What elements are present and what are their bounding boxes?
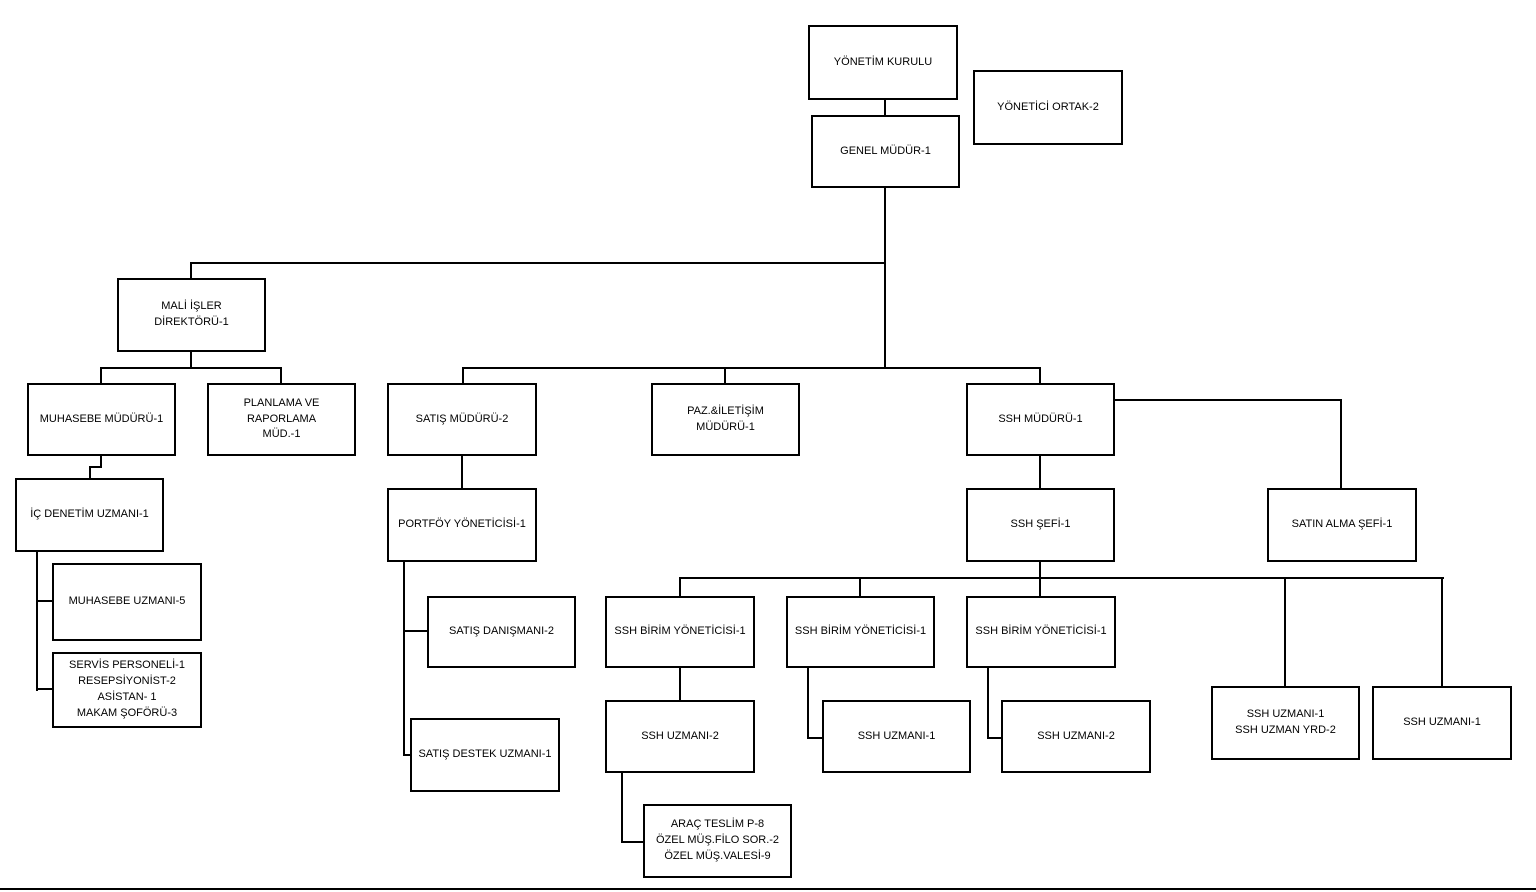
connector xyxy=(1115,399,1341,401)
org-node-label: PORTFÖY YÖNETİCİSİ-1 xyxy=(398,518,526,531)
org-node-muhasebe-muduru: MUHASEBE MÜDÜRÜ-1 xyxy=(27,383,176,456)
org-node-ic-denetim-uzmani: İÇ DENETİM UZMANI-1 xyxy=(15,478,164,552)
org-node-yonetim-kurulu: YÖNETİM KURULU xyxy=(808,25,958,100)
org-node-yonetici-ortak: YÖNETİCİ ORTAK-2 xyxy=(973,70,1123,145)
org-node-label: YÖNETİCİ ORTAK-2 xyxy=(997,100,1099,113)
org-node-ssh-birim-yoneticisi-2: SSH BİRİM YÖNETİCİSİ-1 xyxy=(786,596,935,668)
org-node-label: MUHASEBE MÜDÜRÜ-1 xyxy=(39,412,164,425)
org-node-ssh-muduru: SSH MÜDÜRÜ-1 xyxy=(966,383,1115,456)
org-node-ssh-sefi: SSH ŞEFİ-1 xyxy=(966,488,1115,562)
org-node-ssh-uzmani-2c: SSH UZMANI-2 xyxy=(1001,700,1151,773)
connector xyxy=(1039,456,1041,488)
org-node-label: SSH ŞEFİ-1 xyxy=(1010,518,1071,531)
org-node-arac-teslim: ARAÇ TESLİM P-8 ÖZEL MÜŞ.FİLO SOR.-2 ÖZE… xyxy=(643,804,792,878)
org-node-ssh-uzmani-yrd: SSH UZMANI-1 SSH UZMAN YRD-2 xyxy=(1211,686,1360,760)
org-node-label: ARAÇ TESLİM P-8 ÖZEL MÜŞ.FİLO SOR.-2 ÖZE… xyxy=(655,818,780,862)
connector xyxy=(89,466,91,478)
page-bottom-rule xyxy=(0,888,1536,890)
connector xyxy=(100,456,102,468)
org-node-ssh-birim-yoneticisi-3: SSH BİRİM YÖNETİCİSİ-1 xyxy=(966,596,1116,668)
org-node-planlama-raporlama: PLANLAMA VE RAPORLAMA MÜD.-1 xyxy=(207,383,356,456)
org-node-label: SATIŞ DANIŞMANI-2 xyxy=(449,625,554,638)
org-node-satin-alma-sefi: SATIN ALMA ŞEFİ-1 xyxy=(1267,488,1417,562)
org-node-label: SSH UZMANI-1 SSH UZMAN YRD-2 xyxy=(1235,708,1336,736)
connector xyxy=(36,600,52,602)
org-node-label: YÖNETİM KURULU xyxy=(833,55,933,68)
connector xyxy=(403,562,405,756)
org-node-mali-isler-direktoru: MALİ İŞLER DİREKTÖRÜ-1 xyxy=(117,278,266,352)
connector xyxy=(807,668,809,739)
org-node-label: SSH BİRİM YÖNETİCİSİ-1 xyxy=(794,625,927,638)
connector xyxy=(621,841,644,843)
org-node-portfoy-yoneticisi: PORTFÖY YÖNETİCİSİ-1 xyxy=(387,488,537,562)
org-node-satis-destek-uzmani: SATIŞ DESTEK UZMANI-1 xyxy=(410,718,560,792)
org-node-label: SSH UZMANI-1 xyxy=(1403,716,1481,729)
org-node-genel-mudur: GENEL MÜDÜR-1 xyxy=(811,115,960,188)
org-node-label: PLANLAMA VE RAPORLAMA MÜD.-1 xyxy=(243,396,320,441)
connector xyxy=(1441,577,1443,686)
connector xyxy=(190,262,886,264)
connector xyxy=(190,262,192,278)
connector xyxy=(100,367,282,369)
org-node-ssh-uzmani-2a: SSH UZMANI-2 xyxy=(605,700,755,773)
org-node-ssh-uzmani-1b: SSH UZMANI-1 xyxy=(822,700,971,773)
connector xyxy=(280,367,282,383)
org-node-label: GENEL MÜDÜR-1 xyxy=(840,144,931,157)
connector xyxy=(679,577,681,596)
connector xyxy=(462,367,464,383)
connector xyxy=(100,367,102,383)
org-node-label: SSH UZMANI-2 xyxy=(1037,729,1115,742)
org-node-satis-muduru: SATIŞ MÜDÜRÜ-2 xyxy=(387,383,537,456)
org-node-label: SATIN ALMA ŞEFİ-1 xyxy=(1291,518,1393,531)
connector xyxy=(462,367,1041,369)
org-node-label: MUHASEBE UZMANI-5 xyxy=(68,595,186,608)
connector xyxy=(859,577,861,596)
connector xyxy=(36,688,52,690)
org-node-label: SSH MÜDÜRÜ-1 xyxy=(998,412,1083,425)
org-node-muhasebe-uzmani: MUHASEBE UZMANI-5 xyxy=(52,563,202,641)
org-node-label: SSH UZMANI-1 xyxy=(857,729,936,742)
org-node-ssh-uzmani-1d: SSH UZMANI-1 xyxy=(1372,686,1512,760)
connector xyxy=(679,577,1444,579)
connector xyxy=(1039,577,1041,596)
connector xyxy=(36,552,38,691)
org-node-satis-danismani: SATIŞ DANIŞMANI-2 xyxy=(427,596,576,668)
connector xyxy=(1340,399,1342,488)
org-node-label: SSH UZMANI-2 xyxy=(641,729,719,742)
connector xyxy=(724,367,726,383)
org-node-label: SERVİS PERSONELİ-1 RESEPSİYONİST-2 ASİST… xyxy=(69,659,185,719)
org-node-label: SSH BİRİM YÖNETİCİSİ-1 xyxy=(614,625,746,638)
org-node-label: PAZ.&İLETİŞİM MÜDÜRÜ-1 xyxy=(687,404,764,433)
connector xyxy=(987,737,1002,739)
org-node-ssh-birim-yoneticisi-1: SSH BİRİM YÖNETİCİSİ-1 xyxy=(605,596,755,668)
connector xyxy=(190,352,192,369)
org-node-label: SATIŞ MÜDÜRÜ-2 xyxy=(415,412,509,425)
connector xyxy=(1039,562,1041,578)
org-node-label: İÇ DENETİM UZMANI-1 xyxy=(30,508,149,521)
connector xyxy=(884,188,886,369)
org-node-label: SATIŞ DESTEK UZMANI-1 xyxy=(418,748,552,761)
connector xyxy=(403,754,411,756)
connector xyxy=(884,100,886,115)
org-node-paz-iletisim-muduru: PAZ.&İLETİŞİM MÜDÜRÜ-1 xyxy=(651,383,800,456)
connector xyxy=(679,668,681,700)
connector xyxy=(89,466,102,468)
connector xyxy=(807,737,823,739)
connector xyxy=(1284,577,1286,686)
connector xyxy=(461,456,463,488)
org-node-label: MALİ İŞLER DİREKTÖRÜ-1 xyxy=(154,300,229,328)
connector xyxy=(1039,367,1041,383)
connector xyxy=(987,668,989,739)
org-node-servis-personeli: SERVİS PERSONELİ-1 RESEPSİYONİST-2 ASİST… xyxy=(52,652,202,728)
connector xyxy=(403,630,427,632)
org-node-label: SSH BİRİM YÖNETİCİSİ-1 xyxy=(975,625,1107,638)
connector xyxy=(621,773,623,843)
